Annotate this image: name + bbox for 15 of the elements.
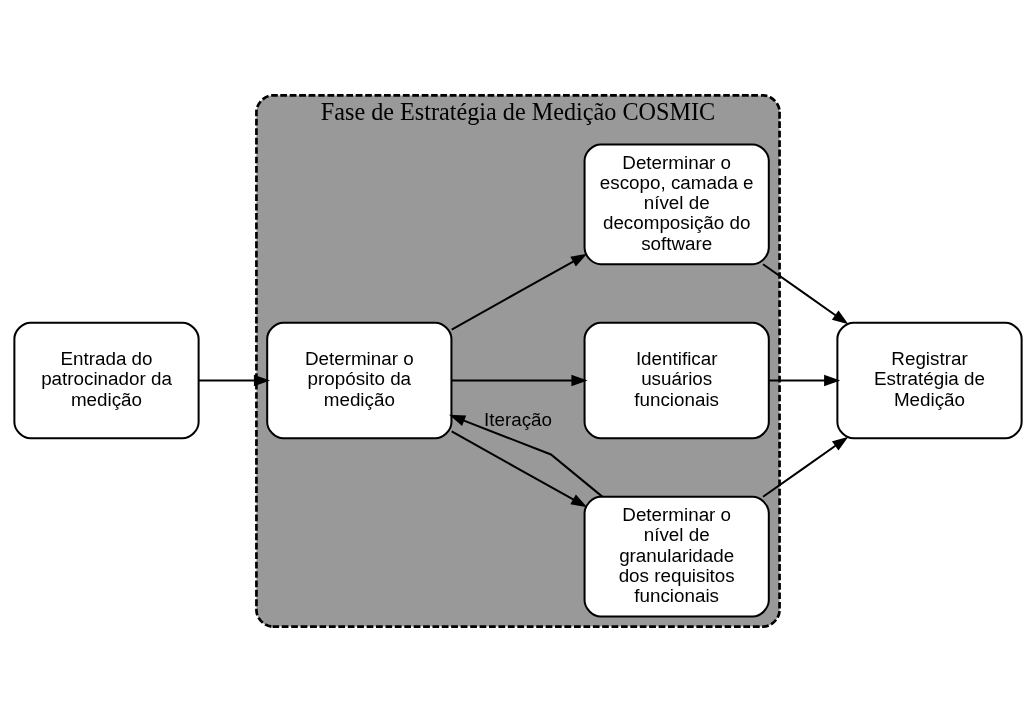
arrow [450, 253, 587, 331]
arrow [761, 436, 848, 498]
node-box: Determinar o nível de granularidade dos requisitos funcionais [583, 495, 770, 618]
node-box: Registrar Estratégia de Medição [835, 321, 1023, 440]
node-box: Identificar usuários funcionais [583, 321, 770, 440]
arrow [448, 414, 603, 498]
node-box: Determinar o escopo, camada e nível de decomposição do software [583, 143, 770, 266]
arrow [451, 374, 588, 387]
arrow [761, 263, 848, 325]
arrow [198, 374, 270, 387]
edge-label: Iteração [483, 409, 552, 431]
arrow [450, 430, 587, 508]
arrow [768, 374, 840, 387]
node-box: Determinar o propósito da medição [265, 321, 452, 440]
node-box: Entrada do patrocinador da medição [12, 321, 200, 440]
